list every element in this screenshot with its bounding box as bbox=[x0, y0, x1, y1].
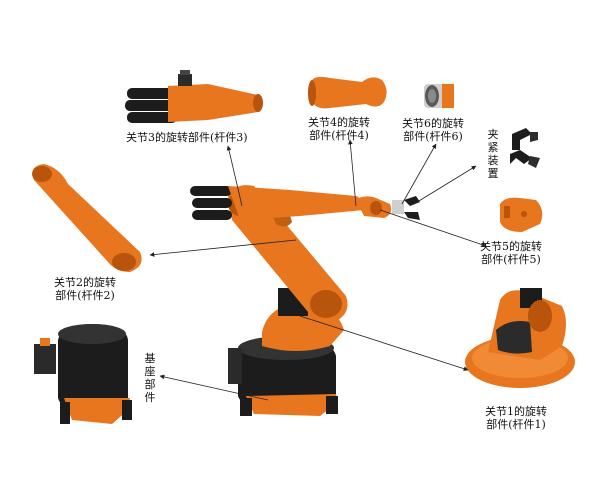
label-joint2: 关节2的旋转 部件(杆件2) bbox=[54, 276, 116, 302]
arrow-joint5 bbox=[379, 209, 487, 247]
label-joint6: 关节6的旋转 部件(杆件6) bbox=[402, 117, 464, 143]
part-joint6-flange bbox=[424, 84, 454, 108]
label-joint4-line1: 关节4的旋转 bbox=[308, 116, 370, 129]
label-joint1-line1: 关节1的旋转 bbox=[485, 405, 547, 418]
part-gripper bbox=[510, 128, 540, 168]
label-joint5-line1: 关节5的旋转 bbox=[480, 240, 542, 253]
label-joint4: 关节4的旋转 部件(杆件4) bbox=[308, 116, 370, 142]
arrow-joint3 bbox=[226, 145, 243, 207]
arrow-joint4 bbox=[348, 139, 357, 207]
label-joint2-line2: 部件(杆件2) bbox=[55, 289, 115, 302]
part-joint2-lower-arm bbox=[32, 164, 142, 272]
label-joint1: 关节1的旋转 部件(杆件1) bbox=[485, 405, 547, 431]
arrow-base bbox=[159, 374, 269, 401]
label-gripper: 夹紧装置 bbox=[487, 128, 499, 180]
arrow-gripper bbox=[413, 165, 477, 205]
part-joint1-turret bbox=[465, 288, 575, 388]
label-base: 基座部件 bbox=[144, 352, 156, 404]
label-joint6-line1: 关节6的旋转 bbox=[402, 117, 464, 130]
label-joint5: 关节5的旋转 部件(杆件5) bbox=[480, 240, 542, 266]
label-joint3: 关节3的旋转部件(杆件3) bbox=[126, 131, 248, 144]
part-joint3-forearm bbox=[125, 70, 263, 123]
label-joint4-line2: 部件(杆件4) bbox=[309, 129, 369, 142]
arrow-joint1 bbox=[299, 315, 469, 371]
part-joint5-wrist bbox=[500, 197, 543, 232]
part-base bbox=[34, 324, 132, 424]
label-joint5-line2: 部件(杆件5) bbox=[481, 253, 541, 266]
label-joint2-line1: 关节2的旋转 bbox=[54, 276, 116, 289]
arrow-joint6 bbox=[401, 143, 437, 205]
label-joint1-line2: 部件(杆件1) bbox=[486, 418, 546, 431]
label-joint6-line2: 部件(杆件6) bbox=[403, 130, 463, 143]
label-joint3-line1: 关节3的旋转部件(杆件3) bbox=[126, 131, 248, 144]
part-joint4-wrist bbox=[308, 76, 387, 109]
arrow-joint2 bbox=[149, 239, 297, 257]
leader-lines bbox=[149, 139, 487, 401]
assembled-robot bbox=[190, 185, 420, 416]
